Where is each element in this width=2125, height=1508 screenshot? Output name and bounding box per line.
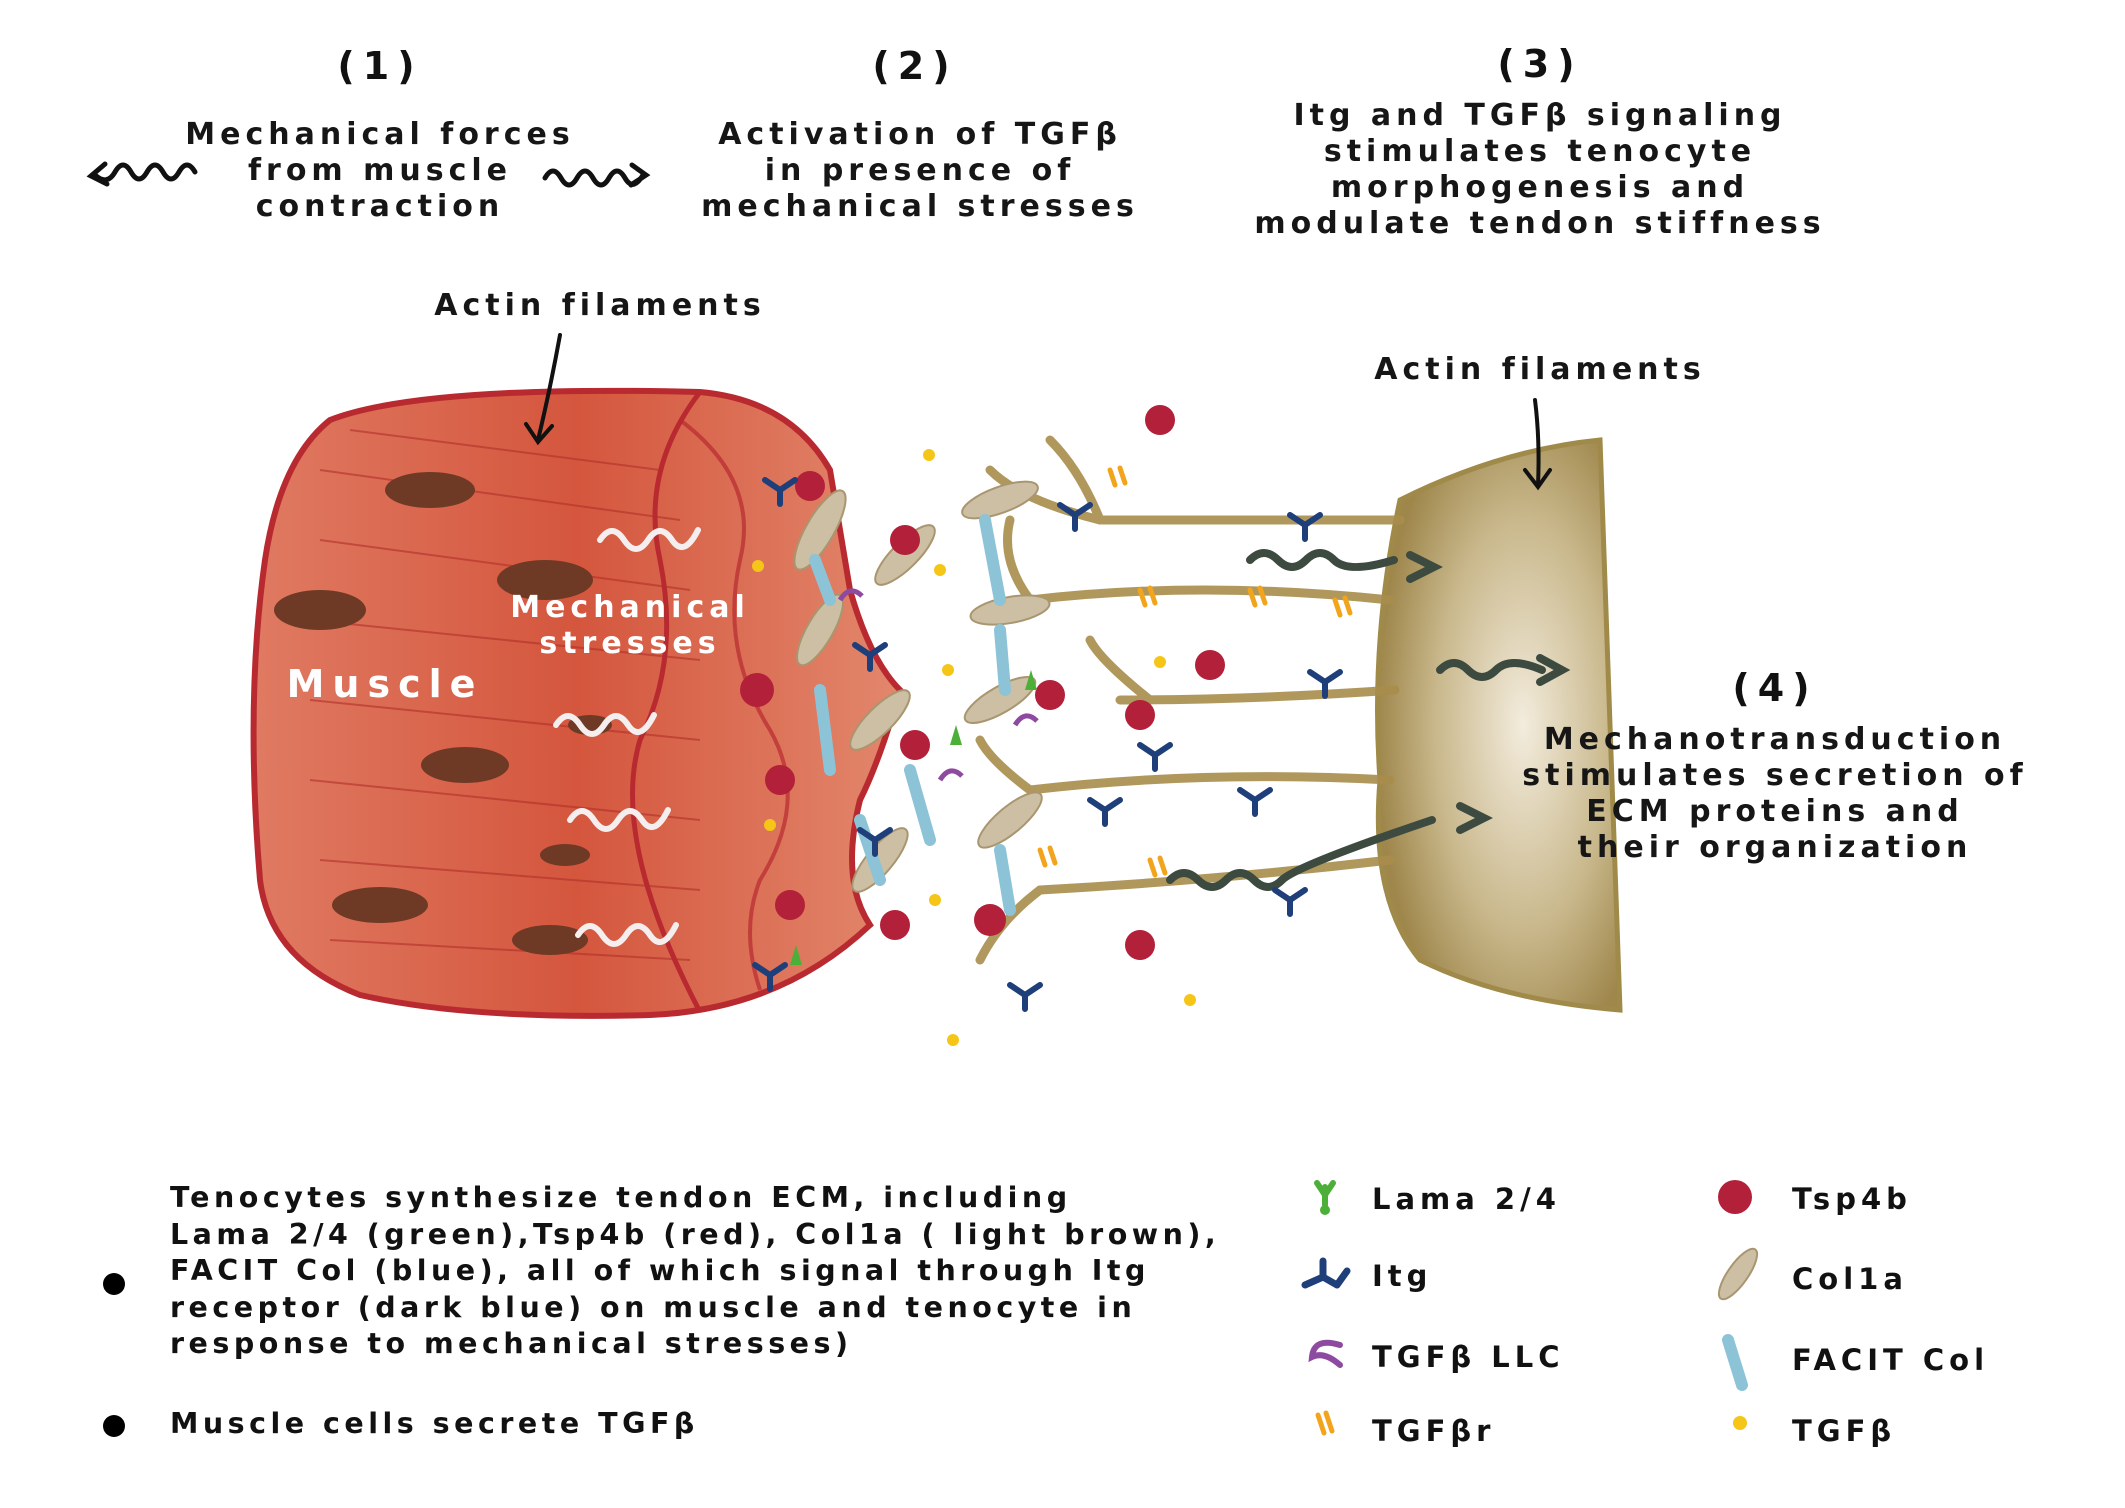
step-4-text: Mechanotransduction stimulates secretion… bbox=[1505, 722, 2045, 866]
actin-pointer-right bbox=[1523, 398, 1552, 491]
step-2-line-2: in presence of bbox=[764, 153, 1076, 188]
actin-filaments-label-right: Actin filaments bbox=[1374, 352, 1706, 387]
mechanical-stresses-line-2: stresses bbox=[539, 626, 721, 661]
step-3-text: Itg and TGFβ signaling stimulates tenocy… bbox=[1240, 98, 1840, 242]
bullet-dot-1 bbox=[103, 1273, 125, 1295]
step-3-number: (3) bbox=[1497, 42, 1583, 86]
step-2-number: (2) bbox=[872, 44, 958, 88]
legend-lama-label: Lama 2/4 bbox=[1372, 1182, 1561, 1216]
step-2-text: Activation of TGFβ in presence of mechan… bbox=[680, 117, 1160, 225]
force-arrow-left bbox=[86, 161, 198, 187]
force-arrow-right bbox=[542, 162, 651, 188]
step-1-line-2: from muscle bbox=[247, 153, 513, 188]
step-3-line-1: Itg and TGFβ signaling bbox=[1293, 98, 1787, 133]
step-1-line-1: Mechanical forces bbox=[185, 117, 575, 152]
step-3-line-3: morphogenesis and bbox=[1330, 170, 1750, 205]
step-1-line-3: contraction bbox=[255, 189, 505, 224]
bullet-1-line-3: FACIT Col (blue), all of which signal th… bbox=[170, 1254, 1150, 1287]
legend-tgfbr-label: TGFβr bbox=[1372, 1414, 1496, 1448]
itg-icon bbox=[1301, 1257, 1351, 1289]
lama-icon bbox=[1314, 1180, 1336, 1215]
facit-col-icon bbox=[1722, 1334, 1748, 1391]
legend-tgfb-llc-label: TGFβ LLC bbox=[1372, 1340, 1565, 1374]
bullet-2-line-1: Muscle cells secrete TGFβ bbox=[170, 1407, 699, 1440]
tgfbr-icon bbox=[1315, 1410, 1335, 1436]
muscle-tissue bbox=[250, 387, 904, 1019]
step-1-text: Mechanical forces from muscle contractio… bbox=[150, 117, 610, 225]
bullet-1-line-4: receptor (dark blue) on muscle and tenoc… bbox=[170, 1290, 1137, 1324]
tendon-tissue bbox=[975, 435, 1623, 1013]
step-3-line-4: modulate tendon stiffness bbox=[1254, 206, 1826, 241]
bullet-1-line-5: response to mechanical stresses) bbox=[170, 1327, 853, 1360]
mechanical-stresses-label: Mechanical stresses bbox=[485, 590, 775, 662]
bullet-1-line-2: Lama 2/4 (green),Tsp4b (red), Col1a ( li… bbox=[170, 1217, 1221, 1251]
actin-filaments-label-left: Actin filaments bbox=[434, 288, 766, 323]
bullet-dot-2 bbox=[103, 1415, 125, 1437]
step-4-line-1: Mechanotransduction bbox=[1543, 722, 2007, 757]
step-4-number: (4) bbox=[1732, 666, 1818, 710]
tgfb-llc-icon bbox=[1308, 1339, 1343, 1368]
actin-pointer-left bbox=[524, 333, 562, 446]
legend-tgfb-label: TGFβ bbox=[1792, 1414, 1897, 1448]
bullet-1-text: Tenocytes synthesize tendon ECM, includi… bbox=[170, 1180, 1220, 1363]
col1a-icon bbox=[1717, 1247, 1759, 1301]
bullet-1-line-1: Tenocytes synthesize tendon ECM, includi… bbox=[170, 1181, 1072, 1214]
legend-itg-label: Itg bbox=[1372, 1259, 1433, 1293]
mechanical-stresses-line-1: Mechanical bbox=[510, 590, 750, 625]
step-4-line-4: their organization bbox=[1577, 830, 1973, 865]
step-1-number: (1) bbox=[337, 44, 423, 88]
legend-tsp4b-label: Tsp4b bbox=[1792, 1182, 1912, 1216]
step-2-line-1: Activation of TGFβ bbox=[718, 117, 1122, 152]
ecm-molecules bbox=[740, 405, 1353, 1046]
tsp4b-icon bbox=[1718, 1180, 1752, 1214]
tgfb-icon bbox=[1733, 1416, 1747, 1430]
step-3-line-2: stimulates tenocyte bbox=[1323, 134, 1757, 169]
step-2-line-3: mechanical stresses bbox=[701, 189, 1139, 224]
step-4-line-2: stimulates secretion of bbox=[1522, 758, 2028, 793]
legend-col1a-label: Col1a bbox=[1792, 1262, 1908, 1296]
bullet-2-text: Muscle cells secrete TGFβ bbox=[170, 1406, 699, 1443]
legend-facit-col-label: FACIT Col bbox=[1792, 1343, 1990, 1377]
step-4-line-3: ECM proteins and bbox=[1586, 794, 1964, 829]
muscle-label: Muscle bbox=[286, 662, 484, 706]
legend-icons bbox=[1301, 1180, 1759, 1436]
